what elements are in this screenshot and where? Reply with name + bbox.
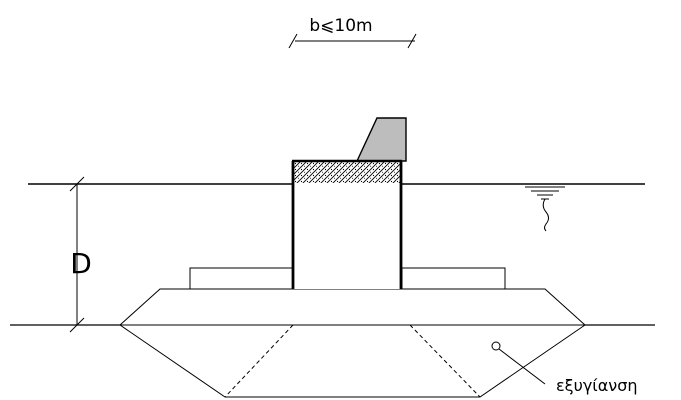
toe-block-left (189, 267, 294, 290)
width-label: b⩽10m (309, 16, 372, 36)
toe-block-right (401, 267, 506, 290)
water-level-icon (525, 186, 565, 232)
material-leader (491, 341, 546, 385)
depth-tick-top (69, 176, 85, 192)
load-spread-right (409, 324, 481, 398)
crest-wall (355, 117, 407, 162)
material-marker-icon (491, 341, 501, 351)
load-spread-left (224, 324, 294, 398)
caisson-cap-hatch (292, 161, 402, 183)
soil-improvement-trench (119, 324, 586, 398)
rubble-mound (118, 288, 587, 326)
depth-label: D (70, 247, 92, 280)
width-tick-left (288, 33, 298, 49)
material-label: εξυγίανση (556, 376, 637, 395)
width-dimension: b⩽10m (288, 16, 417, 49)
width-tick-right (407, 33, 417, 49)
